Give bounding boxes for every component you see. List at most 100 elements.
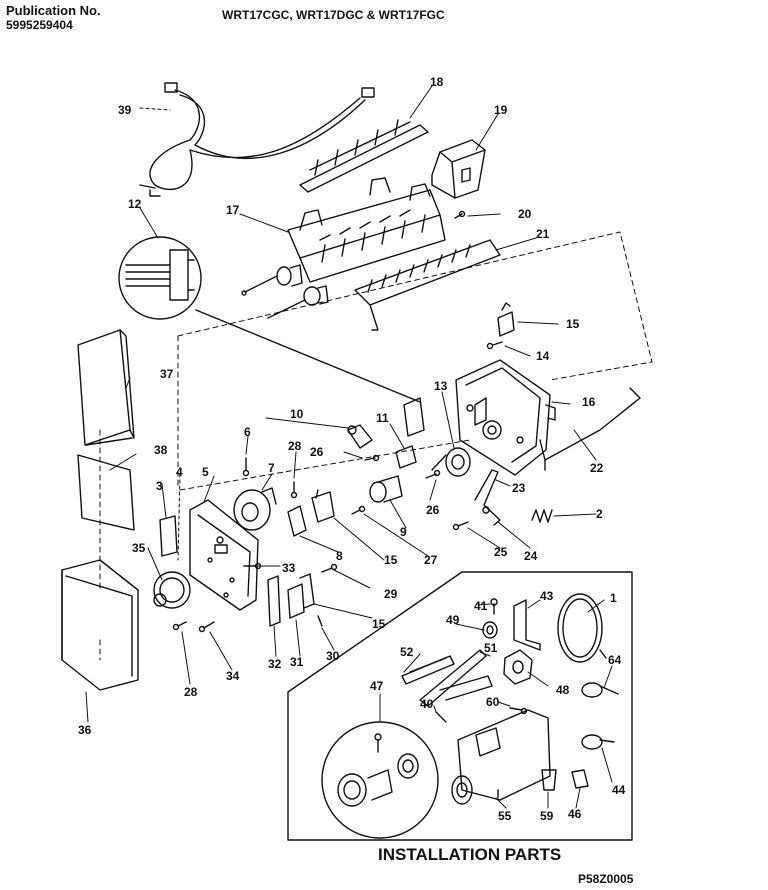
switch-15-mid	[312, 490, 334, 522]
screw-25	[454, 522, 469, 530]
callout-15-lower: 15	[372, 617, 386, 631]
callout-47: 47	[370, 679, 384, 693]
icemaker-cover	[432, 140, 485, 198]
screw-26a	[365, 456, 379, 461]
screw-27	[352, 507, 365, 515]
callout-7: 7	[268, 461, 275, 475]
callout-16: 16	[582, 395, 596, 409]
screw-26b	[426, 471, 440, 479]
callout-60: 60	[486, 695, 500, 709]
instruction-manual	[78, 330, 134, 445]
label-3	[160, 516, 177, 556]
bracket-43	[514, 600, 540, 650]
callout-30: 30	[326, 649, 340, 663]
callout-51: 51	[484, 641, 498, 655]
clamp-64	[582, 683, 618, 697]
switch-31	[288, 574, 314, 618]
parts-box	[62, 560, 138, 690]
callout-23: 23	[512, 481, 526, 495]
callout-21: 21	[536, 227, 550, 241]
lever-24	[475, 470, 500, 525]
callout-17: 17	[226, 203, 240, 217]
motor-13	[432, 448, 470, 476]
callout-13: 13	[434, 379, 448, 393]
elbow-40	[436, 676, 492, 722]
screw-6	[244, 458, 249, 476]
fitting-59	[542, 770, 556, 790]
callout-27: 27	[424, 553, 438, 567]
callout-40: 40	[420, 697, 434, 711]
callout-11: 11	[376, 411, 389, 425]
callout-10: 10	[290, 407, 304, 421]
callout-34: 34	[226, 669, 240, 683]
callout-19: 19	[494, 103, 508, 117]
valve-detail-circle	[322, 722, 438, 838]
callout-14: 14	[536, 349, 550, 363]
switch-11	[396, 398, 424, 468]
bracket-32	[268, 576, 280, 626]
screw-34	[200, 622, 215, 632]
parts-sheet	[78, 455, 134, 530]
connector-detail-circle	[119, 237, 420, 402]
callout-20: 20	[518, 207, 532, 221]
callout-8: 8	[336, 549, 343, 563]
callout-31: 31	[290, 655, 304, 669]
clamp-46	[572, 770, 588, 788]
leader-lines	[86, 86, 612, 808]
screw-30	[318, 616, 322, 626]
icemaker-housing	[456, 360, 555, 475]
publication-label: Publication No.	[6, 3, 101, 18]
callout-59: 59	[540, 809, 554, 823]
section-title: INSTALLATION PARTS	[378, 845, 562, 864]
callout-18: 18	[430, 75, 444, 89]
callout-15-mid: 15	[384, 553, 398, 567]
callout-52: 52	[400, 645, 414, 659]
callout-24: 24	[524, 549, 538, 563]
ice-mold	[242, 178, 445, 295]
screw-14	[488, 342, 503, 349]
callout-49: 49	[446, 613, 460, 627]
callout-12: 12	[128, 197, 142, 211]
spring-2	[532, 510, 552, 522]
callout-3: 3	[156, 479, 163, 493]
callout-4: 4	[176, 465, 183, 479]
screw-part	[455, 212, 465, 219]
callout-28-upper: 28	[288, 439, 302, 453]
tubing-coil-1	[558, 594, 606, 662]
callout-35: 35	[132, 541, 146, 555]
callout-44: 44	[612, 783, 626, 797]
water-tube-52	[402, 656, 454, 684]
fill-tube-51	[420, 650, 486, 706]
publication-number: 5995259404	[6, 18, 73, 32]
wire-harness	[140, 83, 374, 196]
screw-28b	[174, 622, 187, 630]
mounting-plate-5	[190, 500, 258, 610]
callout-22: 22	[590, 461, 604, 475]
grommet-49	[483, 622, 497, 638]
gear-35	[154, 572, 190, 608]
callout-5: 5	[202, 465, 209, 479]
callout-41: 41	[474, 599, 488, 613]
clamp-44	[582, 735, 614, 749]
lever-10	[348, 425, 372, 448]
callout-28-lower: 28	[184, 685, 198, 699]
screw-60	[510, 708, 527, 714]
callout-26-right: 26	[426, 503, 440, 517]
callout-32: 32	[268, 657, 282, 671]
callout-29: 29	[384, 587, 398, 601]
bracket-8	[288, 506, 306, 536]
model-list: WRT17CGC, WRT17DGC & WRT17FGC	[222, 8, 445, 22]
callout-9: 9	[400, 525, 407, 539]
assembly-outline	[100, 232, 652, 660]
callout-6: 6	[244, 425, 251, 439]
screw-41	[491, 599, 497, 614]
shutoff-arm	[540, 388, 640, 470]
screw-28a	[292, 482, 297, 498]
callout-25: 25	[494, 545, 508, 559]
callout-39: 39	[118, 103, 132, 117]
callout-37: 37	[160, 367, 174, 381]
timer-cam-9	[370, 476, 402, 502]
callout-46: 46	[568, 807, 582, 821]
